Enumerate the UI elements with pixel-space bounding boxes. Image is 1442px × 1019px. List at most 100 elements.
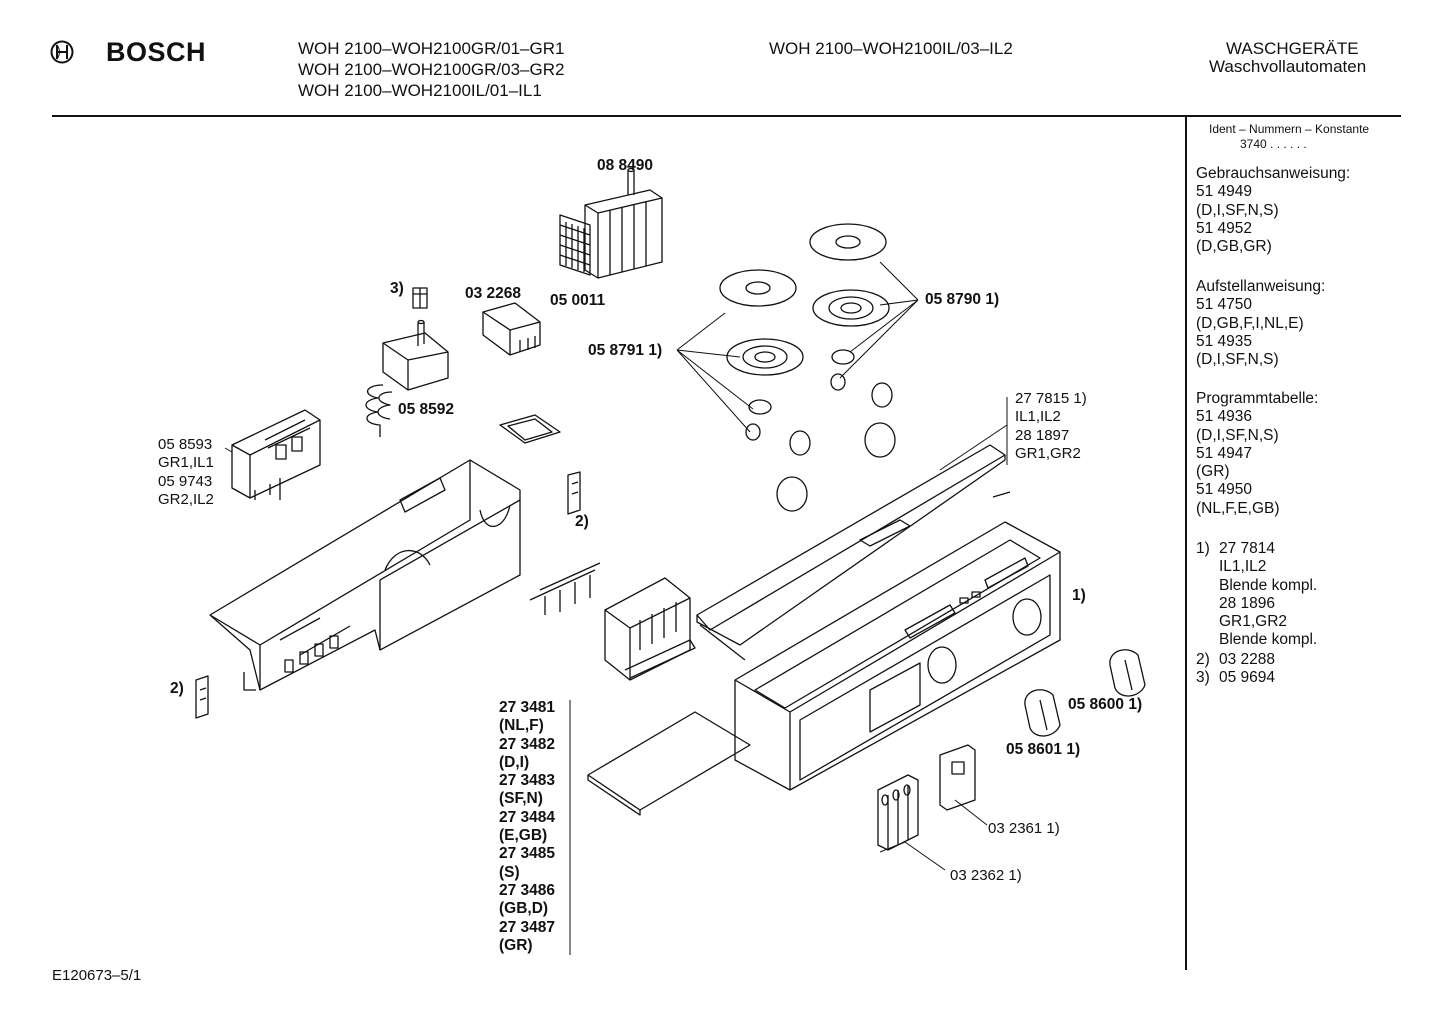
label-note-2a: 2) bbox=[575, 513, 589, 530]
section-line: (D,I,SF,N,S) bbox=[1196, 351, 1279, 369]
card-line: (D,I) bbox=[499, 753, 530, 771]
footnote-2-number: 2) bbox=[1196, 651, 1210, 668]
card-line: (SF,N) bbox=[499, 790, 543, 808]
label-032362: 03 2362 1) bbox=[950, 867, 1022, 884]
program-card-part bbox=[587, 711, 751, 816]
footnote-line: 28 1896 bbox=[1219, 594, 1276, 612]
header-divider bbox=[52, 115, 1401, 117]
sidebar-section-programm: Programmtabelle: 51 4936 (D,I,SF,N,S) 51… bbox=[1196, 390, 1318, 518]
footnote-1: 1) bbox=[1196, 540, 1210, 558]
selector-discs-part bbox=[719, 223, 896, 512]
card-line: (S) bbox=[499, 863, 520, 881]
front-panel-part bbox=[734, 521, 1061, 791]
card-line: 27 3481 bbox=[499, 699, 556, 716]
footnote-line: 27 7814 bbox=[1219, 540, 1276, 557]
model-line-1: WOH 2100–WOH2100GR/01–GR1 bbox=[298, 39, 565, 58]
section-title: Aufstellanweisung: bbox=[1196, 278, 1326, 295]
group-line: IL1,IL2 bbox=[1015, 408, 1061, 426]
label-058791: 05 8791 1) bbox=[588, 342, 663, 359]
switch-block-part bbox=[604, 577, 696, 681]
section-line: 51 4935 bbox=[1196, 332, 1253, 350]
switch-part bbox=[482, 302, 541, 356]
exploded-parts-diagram bbox=[195, 167, 1146, 955]
label-group-panel-cover: 27 7815 1) IL1,IL2 28 1897 GR1,GR2 bbox=[1015, 390, 1087, 463]
sidebar-divider bbox=[1185, 115, 1187, 970]
section-line: (D,I,SF,N,S) bbox=[1196, 201, 1279, 219]
footnote-1-lines: 27 7814 IL1,IL2 Blende kompl. 28 1896 GR… bbox=[1219, 540, 1317, 650]
contact-blocks-part bbox=[877, 744, 976, 851]
group-line: 28 1897 bbox=[1015, 426, 1070, 444]
bosch-logo-icon bbox=[50, 40, 74, 69]
card-line: 27 3485 bbox=[499, 845, 556, 863]
group-line: 05 8593 bbox=[158, 436, 213, 453]
footnote-number: 1) bbox=[1196, 540, 1210, 557]
footnote-2-value: 03 2288 bbox=[1219, 651, 1276, 668]
group-line: GR1,IL1 bbox=[158, 454, 214, 472]
section-line: (NL,F,E,GB) bbox=[1196, 499, 1280, 517]
model-line-2: WOH 2100–WOH2100GR/03–GR2 bbox=[298, 60, 565, 79]
card-line: 27 3482 bbox=[499, 735, 556, 753]
group-line: 27 7815 1) bbox=[1015, 390, 1087, 407]
section-line: (D,GB,GR) bbox=[1196, 238, 1272, 256]
category-title: WASCHGERÄTE bbox=[1226, 39, 1359, 58]
label-058592: 05 8592 bbox=[398, 401, 455, 418]
label-032268: 03 2268 bbox=[465, 285, 522, 302]
model-line-3: WOH 2100–WOH2100IL/01–IL1 bbox=[298, 81, 542, 100]
footnote-line: Blende kompl. bbox=[1219, 576, 1318, 594]
label-note-1: 1) bbox=[1072, 587, 1086, 604]
footnote-line: Blende kompl. bbox=[1219, 631, 1318, 649]
card-line: (E,GB) bbox=[499, 827, 548, 845]
label-050011: 05 0011 bbox=[550, 292, 606, 309]
label-group-electronic: 05 8593 GR1,IL1 05 9743 GR2,IL2 bbox=[158, 436, 214, 509]
section-title: Gebrauchsanweisung: bbox=[1196, 165, 1351, 182]
sidebar-section-aufstell: Aufstellanweisung: 51 4750 (D,GB,F,I,NL,… bbox=[1196, 278, 1325, 369]
contact-springs-part bbox=[529, 562, 601, 615]
clip-part bbox=[412, 287, 428, 309]
footnote-3-value: 05 9694 bbox=[1219, 669, 1276, 686]
lamp-frame-part bbox=[499, 414, 561, 444]
section-line: 51 4949 bbox=[1196, 183, 1253, 201]
section-line: 51 4952 bbox=[1196, 219, 1253, 237]
electronic-module-part bbox=[231, 409, 321, 500]
card-line: 27 3487 bbox=[499, 918, 556, 936]
footnote-line: GR1,GR2 bbox=[1219, 613, 1288, 631]
card-line: (GB,D) bbox=[499, 900, 549, 918]
label-note-2b: 2) bbox=[170, 680, 184, 697]
card-line: 27 3486 bbox=[499, 881, 556, 899]
section-line: (D,I,SF,N,S) bbox=[1196, 426, 1279, 444]
programme-timer-part bbox=[559, 167, 663, 279]
label-note-3: 3) bbox=[390, 280, 404, 297]
group-line: GR1,GR2 bbox=[1015, 444, 1081, 462]
ident-value: 3740 . . . . . . bbox=[1240, 137, 1307, 151]
retaining-clip-part bbox=[195, 471, 581, 719]
card-line: 27 3484 bbox=[499, 808, 556, 826]
brand-name: BOSCH bbox=[106, 37, 207, 67]
footnote-3-number: 3) bbox=[1196, 669, 1210, 686]
knobs-part bbox=[1024, 649, 1146, 737]
label-032361: 03 2361 1) bbox=[988, 820, 1060, 837]
label-088490: 08 8490 bbox=[597, 157, 654, 174]
group-line: 05 9743 bbox=[158, 472, 213, 490]
label-058600: 05 8600 1) bbox=[1068, 696, 1143, 713]
model-center: WOH 2100–WOH2100IL/03–IL2 bbox=[769, 39, 1013, 58]
category-subtitle: Waschvollautomaten bbox=[1209, 57, 1367, 76]
card-line: (GR) bbox=[499, 936, 533, 954]
ident-title: Ident – Nummern – Konstante bbox=[1209, 122, 1370, 136]
section-line: (D,GB,F,I,NL,E) bbox=[1196, 314, 1304, 332]
leader-lines bbox=[224, 261, 1008, 955]
footnote-line: IL1,IL2 bbox=[1219, 558, 1267, 576]
footer-code: E120673–5/1 bbox=[52, 967, 142, 984]
control-frame-part bbox=[209, 459, 521, 691]
panel-cover-part bbox=[696, 444, 1011, 661]
section-title: Programmtabelle: bbox=[1196, 390, 1319, 407]
sidebar-section-gebrauch: Gebrauchsanweisung: 51 4949 (D,I,SF,N,S)… bbox=[1196, 165, 1350, 256]
label-058790: 05 8790 1) bbox=[925, 291, 1000, 308]
card-line: 27 3483 bbox=[499, 772, 556, 790]
group-line: GR2,IL2 bbox=[158, 490, 214, 508]
section-line: 51 4750 bbox=[1196, 296, 1253, 314]
thermostat-part bbox=[365, 319, 449, 437]
section-line: (GR) bbox=[1196, 463, 1230, 481]
section-line: 51 4947 bbox=[1196, 444, 1253, 462]
section-line: 51 4950 bbox=[1196, 481, 1253, 499]
section-line: 51 4936 bbox=[1196, 408, 1253, 426]
